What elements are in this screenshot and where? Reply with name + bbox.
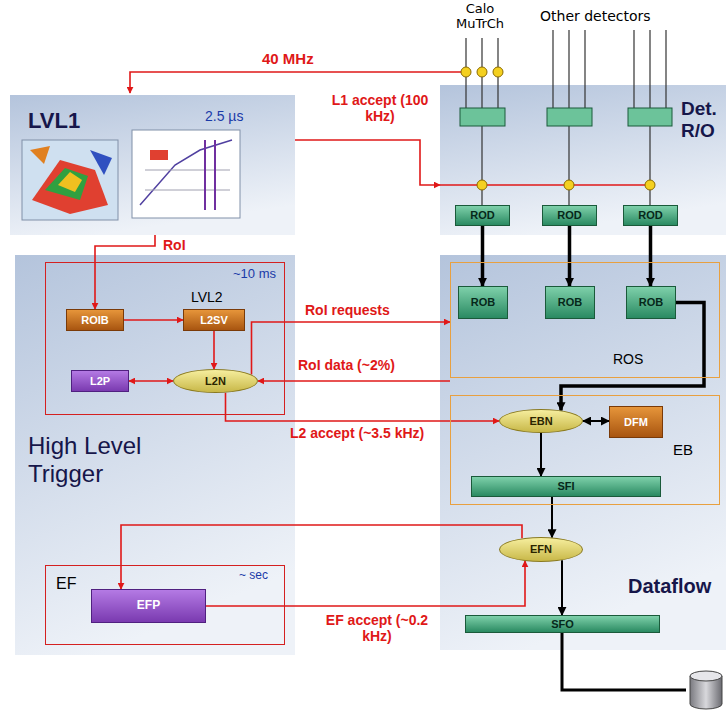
box-label: ROD — [557, 209, 581, 222]
efp-box: EFP — [91, 589, 206, 623]
front-end-boxes — [460, 108, 672, 126]
sfo-box: SFO — [465, 615, 660, 633]
box-label: L2N — [205, 375, 226, 388]
box-label: EBN — [529, 415, 552, 428]
data-connector — [551, 497, 553, 537]
control-connector — [121, 525, 522, 589]
signal-dots — [461, 67, 503, 77]
data-connector — [583, 420, 609, 422]
control-connector — [124, 319, 183, 321]
l1-accept-bus — [440, 184, 650, 186]
edge-label: L2 accept (~3.5 kHz) — [290, 425, 424, 441]
edge-label: RoI — [163, 237, 186, 253]
edge-label: RoI data (~2%) — [298, 357, 395, 373]
edge-label: EF accept (~0.2 kHz) — [322, 612, 432, 644]
rod-box: ROD — [455, 205, 510, 226]
box-label: EFN — [530, 543, 552, 556]
box-label: EFP — [137, 599, 160, 613]
storage-disk — [690, 671, 722, 709]
level1-panel: LVL1 2.5 µs — [10, 95, 295, 235]
panel-grounds — [10, 85, 726, 655]
data-connector — [561, 560, 563, 615]
panel-title: Dataflow — [628, 575, 711, 598]
edge-label: RoI requests — [305, 302, 390, 318]
data-connector — [649, 226, 653, 286]
control-connector — [226, 393, 500, 421]
accept-dots — [477, 180, 655, 190]
data-connector — [481, 226, 485, 286]
control-connector — [213, 331, 215, 369]
l2p-box: L2P — [71, 370, 129, 392]
box-label: DFM — [624, 416, 648, 429]
control-connector — [258, 380, 450, 382]
trigger-logic-picture — [132, 130, 240, 218]
illustrations — [22, 30, 722, 709]
l2n-switch: L2N — [173, 369, 258, 393]
clock-line — [130, 72, 461, 93]
panel-ground — [10, 95, 295, 235]
calorimeter-picture — [22, 140, 118, 220]
eb-frame: EBN DFM SFI EB — [450, 395, 720, 505]
rob-box: ROB — [545, 286, 595, 319]
box-label: ROD — [470, 209, 494, 222]
storage-line — [562, 633, 686, 690]
panel-title: High Level Trigger — [28, 432, 203, 487]
panel-title: LVL1 — [28, 108, 80, 133]
control-connector — [129, 380, 173, 382]
latency-note: 2.5 µs — [205, 108, 243, 124]
data-connector — [568, 226, 572, 286]
panel-ground — [440, 255, 726, 650]
frame-title: LVL2 — [191, 289, 223, 305]
box-label: ROD — [638, 209, 662, 222]
edge-label: L1 accept (100 kHz) — [330, 92, 430, 124]
latency-note: ~ sec — [239, 569, 268, 583]
frame-title: EB — [673, 441, 693, 458]
box-label: ROB — [558, 296, 582, 309]
roib-box: ROIB — [66, 309, 124, 331]
hlt-panel: ROIB L2SV L2P L2N LVL2 ~10 ms EFP EF ~ sec High L… — [15, 255, 295, 655]
frame-title: ROS — [613, 351, 643, 367]
ebn-switch: EBN — [499, 409, 583, 433]
box-label: SFI — [557, 480, 574, 493]
box-label: ROB — [639, 296, 663, 309]
control-connector — [252, 322, 451, 375]
latency-note: ~10 ms — [233, 267, 276, 282]
rob-box: ROB — [626, 286, 676, 319]
panel-title: Det. R/O — [681, 98, 725, 142]
box-label: ROB — [471, 296, 495, 309]
control-connector — [295, 140, 440, 185]
detector-label: Calo MuTrCh — [440, 2, 520, 32]
panel-ground — [15, 255, 295, 655]
efn-switch: EFN — [499, 537, 583, 562]
data-connector — [540, 433, 542, 476]
lvl2-frame: ROIB L2SV L2P L2N LVL2 ~10 ms — [45, 262, 285, 415]
box-label: ROIB — [81, 314, 109, 327]
dfm-box: DFM — [609, 406, 663, 438]
readout-panel: ROD ROD ROD Det. R/O — [440, 85, 726, 235]
ef-frame: EFP EF ~ sec — [45, 565, 285, 645]
box-label: SFO — [551, 618, 574, 631]
control-connector — [95, 235, 155, 309]
detector-label: Other detectors — [540, 8, 651, 24]
frame-title: EF — [56, 575, 76, 593]
box-label: L2SV — [200, 314, 228, 327]
rod-box: ROD — [623, 205, 678, 226]
dataflow-panel: ROB ROB ROB ROS EBN DFM SFI EB EFN SFO Dataflow — [440, 255, 726, 650]
sfi-box: SFI — [471, 476, 661, 497]
rate-label: 40 MHz — [262, 50, 314, 67]
box-label: L2P — [90, 375, 110, 388]
panel-ground — [440, 85, 726, 235]
rob-box: ROB — [458, 286, 508, 319]
control-connector — [206, 561, 525, 606]
rod-box: ROD — [542, 205, 597, 226]
ros-frame: ROB ROB ROB ROS — [450, 262, 720, 378]
l2sv-box: L2SV — [183, 309, 245, 331]
